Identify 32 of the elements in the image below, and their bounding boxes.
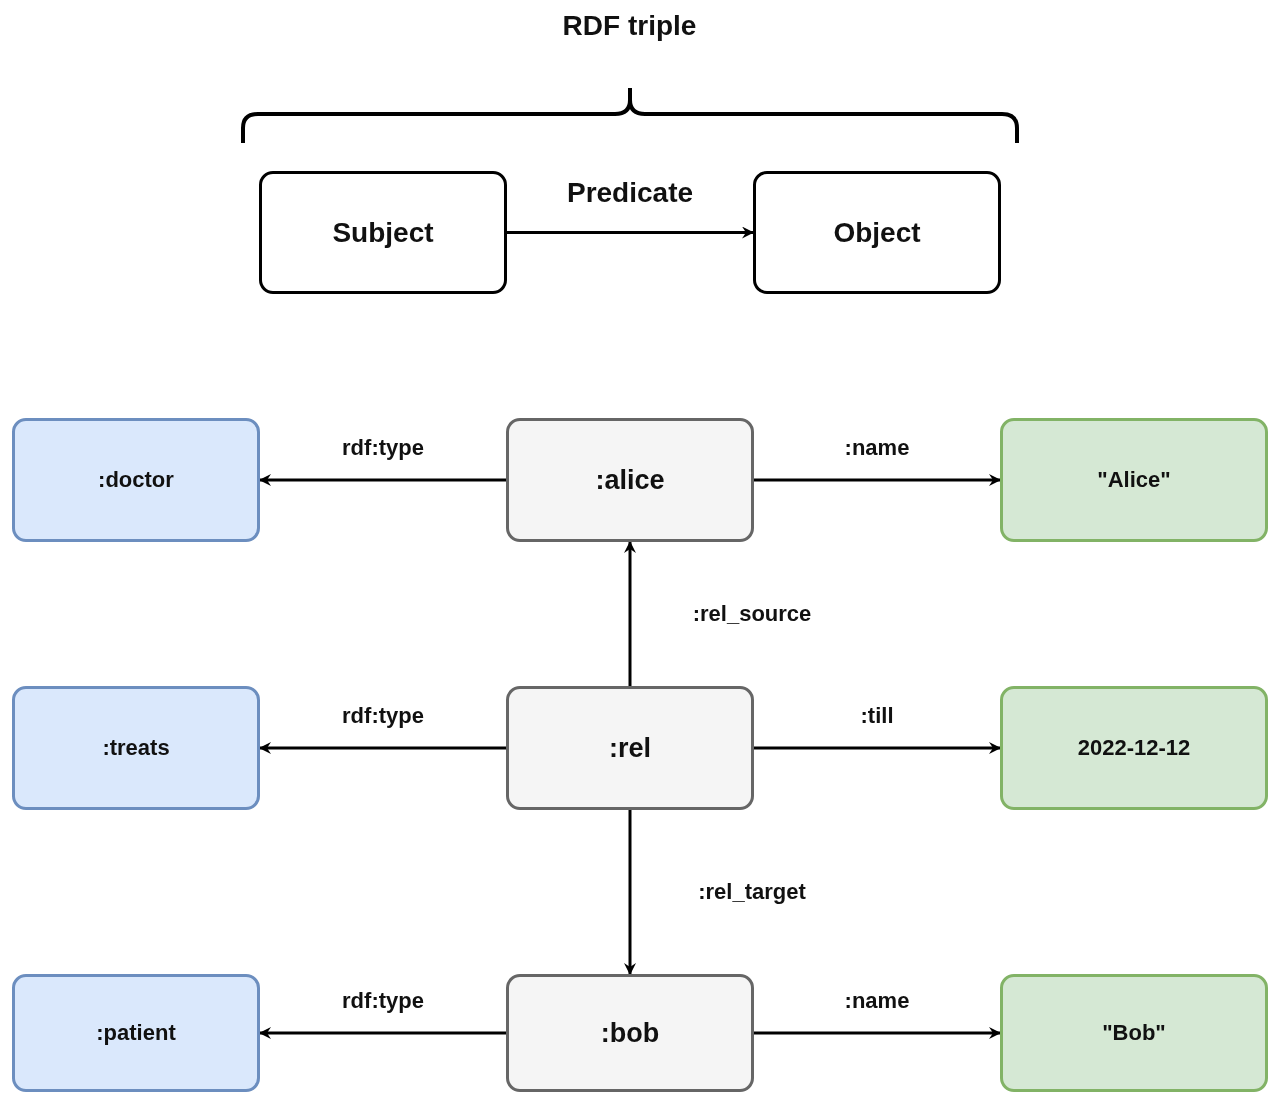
arrow [259,474,506,486]
node-label: :bob [599,1016,661,1050]
node-box [12,418,260,542]
arrow [624,810,636,975]
node-box [1000,418,1268,542]
node-box [1000,686,1268,810]
node-box [259,171,507,294]
arrow [259,1027,506,1039]
arrow [259,742,506,754]
node-label: 2022-12-12 [1076,734,1192,762]
arrow [754,742,1001,754]
node-label: "Bob" [1101,1019,1167,1047]
node-label: :rel [608,731,652,765]
node-box [506,418,754,542]
node-box [1000,974,1268,1092]
arrow [624,541,636,686]
node-label: "Alice" [1096,466,1172,494]
node-box [12,974,260,1092]
node-label: :alice [594,463,666,497]
node-label: Object [832,215,922,250]
diagram-title: RDF triple [561,10,698,42]
node-label: :patient [95,1019,177,1047]
node-label: :treats [101,734,171,762]
node-box [506,974,754,1092]
node-box [12,686,260,810]
arrow [507,226,754,239]
node-label: Subject [331,215,435,250]
node-box [506,686,754,810]
arrow [754,1027,1001,1039]
node-box [753,171,1001,294]
arrow [754,474,1001,486]
node-label: :doctor [97,466,175,494]
